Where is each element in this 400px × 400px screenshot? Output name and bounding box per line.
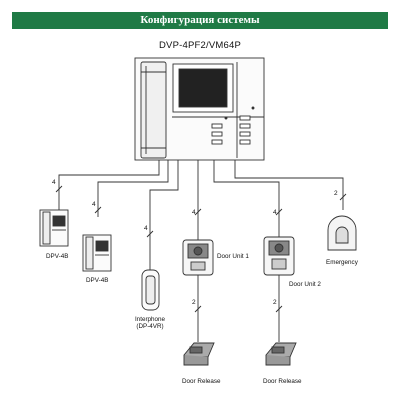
interphone-model: (DP-4VR) [136,323,164,330]
wire-count-release1: 2 [192,299,196,306]
door-release1-label: Door Release [182,378,221,385]
wire-count-interphone: 4 [144,225,148,232]
wire-count-emergency: 2 [334,190,338,197]
wire-count-monitor2: 4 [92,201,96,208]
interphone-device [141,269,160,311]
door-unit2-device [263,236,295,276]
interphone-name: Interphone [134,316,166,323]
wire-count-door-unit2: 4 [273,209,277,216]
interphone-label: Interphone (DP-4VR) [120,316,180,330]
wire-monitor1 [58,160,160,210]
emergency-button-device [327,215,357,251]
wire-interphone [149,160,179,270]
monitor2-device [82,234,112,272]
emergency-label: Emergency [326,259,358,266]
monitor1-label: DPV-4B [46,253,69,260]
monitor2-label: DPV-4B [86,277,109,284]
door-release1-device [183,342,215,366]
wire-monitor2 [97,160,169,217]
door-release2-label: Door Release [263,378,302,385]
wire-count-release2: 2 [273,299,277,306]
door-unit2-label: Door Unit 2 [289,281,321,288]
wire-count-monitor1: 4 [52,179,56,186]
header-banner: Конфигурация системы [12,12,388,29]
monitor1-device [39,209,69,247]
main-unit-label: DVP-4PF2/VM64P [159,40,241,51]
door-release2-device [265,342,297,366]
header-title: Конфигурация системы [140,14,260,26]
wire-emergency [234,160,344,210]
wire-count-door-unit1: 4 [192,209,196,216]
wire-door-unit2 [213,160,280,237]
door-unit1-device [182,239,214,276]
main-unit-device [134,57,265,161]
door-unit1-label: Door Unit 1 [217,253,249,260]
